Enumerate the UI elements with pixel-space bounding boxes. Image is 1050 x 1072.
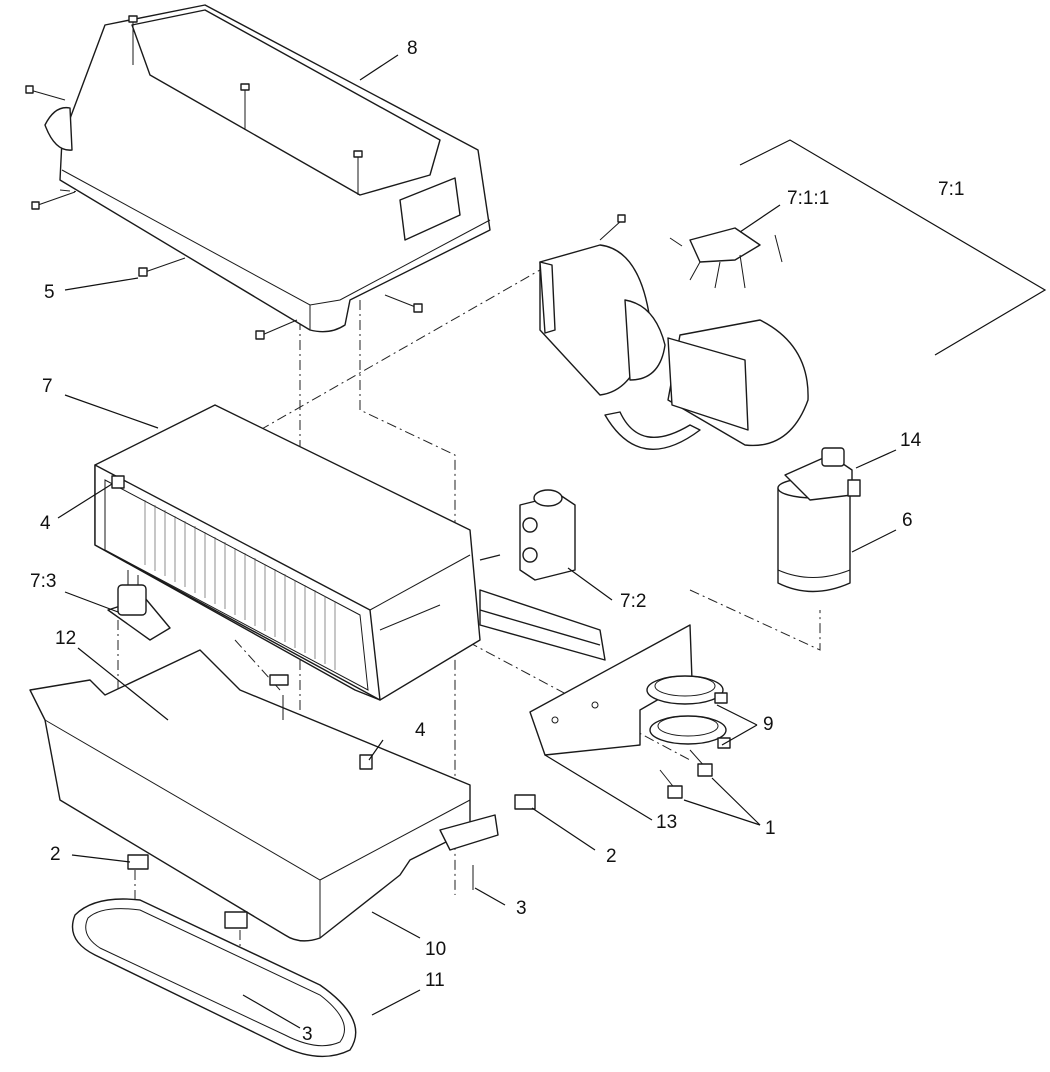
expansion-valve-part-7-2 xyxy=(519,489,576,581)
label-12: 12 xyxy=(55,628,76,649)
clamps-part-9 xyxy=(646,675,731,749)
label-7-3: 7:3 xyxy=(30,571,56,592)
switch-part-7-3 xyxy=(107,570,171,641)
label-8: 8 xyxy=(407,38,418,59)
blower-assembly-part-7-1 xyxy=(539,227,809,450)
pressure-switch-part-14 xyxy=(784,447,861,501)
assembly-bracket-7-1 xyxy=(739,139,1047,356)
label-9: 9 xyxy=(763,714,774,735)
gasket-part-11 xyxy=(71,898,357,1058)
label-3-bottom: 3 xyxy=(302,1024,313,1045)
label-13: 13 xyxy=(656,812,677,833)
label-4-top: 4 xyxy=(40,513,51,534)
callout-labels: 8 5 7 4 7:3 12 4 2 2 3 3 10 11 13 1 9 6 … xyxy=(30,38,964,1045)
label-7-1-1: 7:1:1 xyxy=(787,188,829,209)
leader-lines xyxy=(57,54,897,1029)
label-7-1: 7:1 xyxy=(938,179,964,200)
label-11: 11 xyxy=(425,970,445,991)
fasteners xyxy=(111,475,536,1000)
label-14: 14 xyxy=(900,430,922,451)
label-2-left: 2 xyxy=(50,844,61,865)
label-3-right: 3 xyxy=(516,898,527,919)
label-10: 10 xyxy=(425,939,446,960)
label-4-bottom: 4 xyxy=(415,720,426,741)
label-6: 6 xyxy=(902,510,913,531)
drain-pan-part-10 xyxy=(29,649,499,942)
label-5: 5 xyxy=(44,282,55,303)
top-cover-part-8 xyxy=(25,4,626,340)
heater-housing-part-7 xyxy=(94,404,606,701)
label-7-2: 7:2 xyxy=(620,591,646,612)
label-7: 7 xyxy=(42,376,53,397)
label-1: 1 xyxy=(765,818,776,839)
heater-core-fins xyxy=(144,500,336,670)
label-2-right: 2 xyxy=(606,846,617,867)
bolts-part-1 xyxy=(659,749,713,799)
